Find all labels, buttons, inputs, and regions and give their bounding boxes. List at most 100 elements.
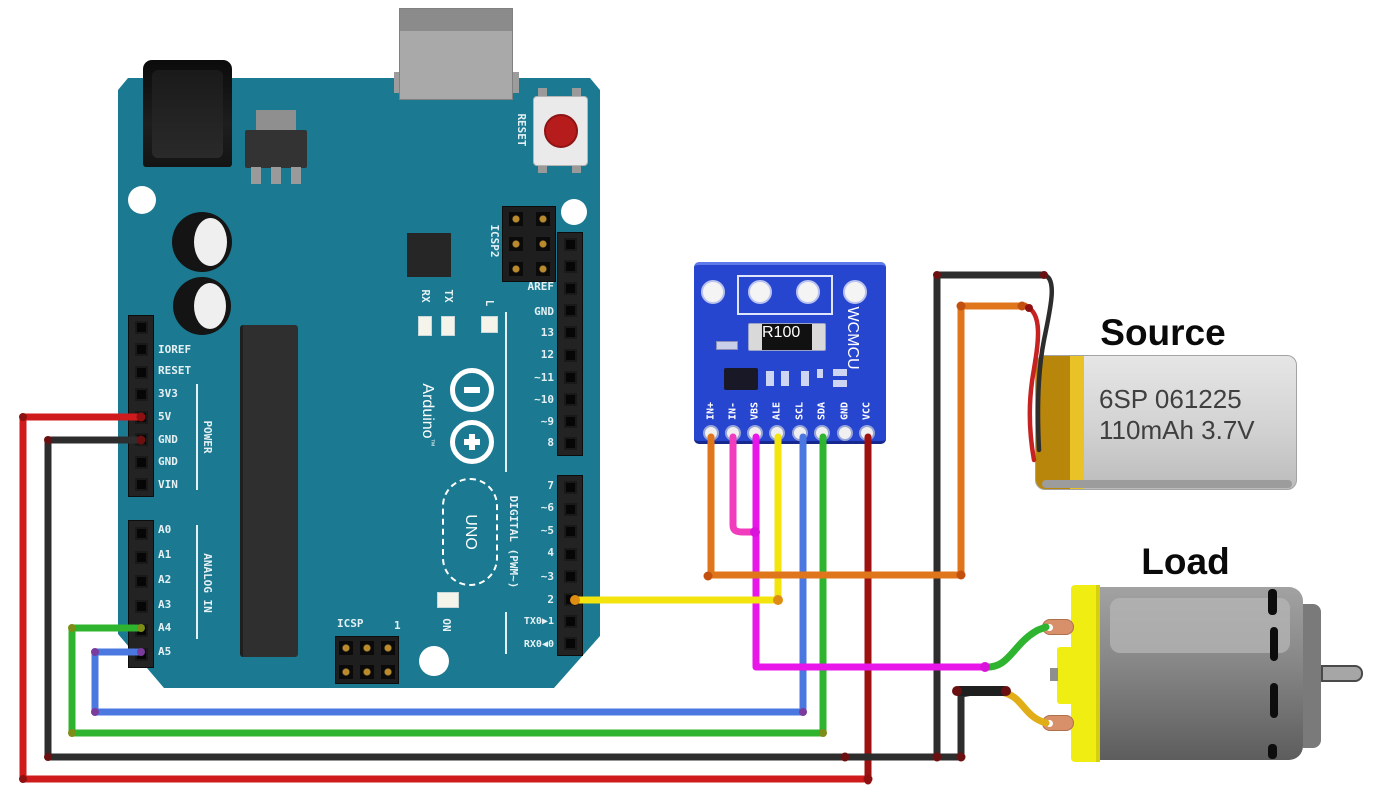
junction-dot (44, 436, 52, 444)
battery-text: 6SP 061225 110mAh 3.7V (1099, 384, 1255, 446)
smd-component (766, 371, 774, 386)
module-pad-scl (792, 425, 808, 441)
smd-component (833, 369, 847, 376)
power-jack-barrel (152, 70, 223, 158)
reset-button (533, 96, 588, 166)
module-hole (748, 280, 772, 304)
wire-motor-gold (997, 688, 1050, 727)
pin-label-7: 7 (547, 479, 554, 492)
header-pin (134, 388, 148, 402)
header-pin (338, 641, 353, 655)
module-pad-vcc (859, 425, 875, 441)
junction-dot (840, 752, 850, 762)
motor-highlight (1110, 598, 1290, 653)
wire-vbs-magenta (752, 433, 989, 671)
capacitor-top (194, 218, 227, 266)
digital-header-lower (557, 475, 583, 656)
junction-dot (19, 413, 27, 421)
tx-led (441, 316, 455, 336)
junction-dot (1001, 686, 1011, 696)
header-pin (134, 455, 148, 469)
battery-gold-band (1036, 356, 1072, 489)
header-pin (563, 437, 577, 451)
power-group-label: POWER (201, 420, 214, 454)
rx-led (418, 316, 432, 336)
mounting-hole (419, 646, 449, 676)
pin-label-gnd1: GND (158, 433, 178, 446)
pin-label-vin: VIN (158, 478, 178, 491)
wire-in-minus-pink (729, 433, 757, 536)
junction-dot (956, 752, 966, 762)
mounting-hole (128, 186, 156, 214)
header-pin (563, 547, 577, 561)
pin-label-gnd-d: GND (534, 305, 554, 318)
module-pad-ale (769, 425, 785, 441)
motor-mount-nub (1050, 668, 1058, 681)
module-pad-in- (725, 425, 741, 441)
junction-dot (703, 571, 713, 581)
pin-label-a0: A0 (158, 523, 172, 536)
digital-group-line (505, 312, 507, 472)
junction-dot (952, 686, 962, 696)
junction-dot (68, 729, 76, 737)
motor-terminal-positive (1042, 619, 1074, 635)
module-pin-ale: ALE (771, 401, 783, 421)
pin-label-tx1: TX0▶1 (523, 616, 554, 627)
header-pin (563, 570, 577, 584)
icsp-header (335, 636, 399, 684)
arduino-logo-ring-minus (450, 368, 494, 412)
motor-end-cap (1071, 585, 1100, 762)
mcu-chip (240, 325, 298, 657)
terminal-hole (1046, 624, 1053, 631)
header-pin (563, 259, 577, 273)
header-pin (359, 665, 374, 679)
header-pin (134, 433, 148, 447)
pin-label-a5: A5 (158, 645, 172, 658)
l-led (481, 316, 498, 333)
header-pin (563, 637, 577, 651)
pin-label-reset: RESET (158, 364, 192, 377)
pin-label-9: ~9 (540, 415, 554, 428)
voltage-regulator (245, 130, 307, 168)
junction-dot (956, 570, 966, 580)
module-hole (843, 280, 867, 304)
header-pin (563, 614, 577, 628)
usb-connector-band (400, 9, 512, 31)
analog-header (128, 520, 154, 668)
junction-dot (1025, 304, 1033, 312)
regulator-tab (256, 110, 296, 132)
reset-button-leg (538, 88, 547, 97)
capacitor (173, 277, 231, 335)
analog-group-line (196, 525, 198, 639)
module-pad-gnd (837, 425, 853, 441)
junction-dot (91, 648, 99, 656)
junction-dot (750, 527, 760, 537)
smd-component (817, 369, 823, 378)
header-pin (134, 648, 148, 662)
pin-label-2: 2 (547, 593, 554, 606)
smd-component (833, 380, 847, 387)
pin-label-rx0: RX0◀0 (523, 639, 554, 650)
motor-shaft (1321, 665, 1363, 682)
motor-slit (1268, 589, 1277, 615)
battery-bottom-shade (1042, 480, 1292, 488)
on-led (437, 592, 459, 608)
header-pin (535, 262, 550, 277)
pin-label-5: ~5 (540, 524, 554, 537)
header-pin (563, 415, 577, 429)
usb-tab-right (513, 72, 519, 93)
sensor-ic (724, 368, 758, 390)
icsp-label: ICSP (337, 617, 364, 630)
arduino-brand: Arduino (418, 383, 436, 439)
module-pin-vcc: VCC (861, 401, 873, 421)
module-pin-in+: IN+ (705, 401, 717, 421)
header-pin (508, 262, 523, 277)
arduino-brand-tm: ™ (427, 438, 437, 447)
module-hole (701, 280, 725, 304)
junction-dot (933, 271, 941, 279)
header-pin (508, 211, 523, 226)
battery-capacity: 110mAh 3.7V (1099, 415, 1255, 445)
header-pin (563, 525, 577, 539)
source-label: Source (1100, 312, 1226, 353)
